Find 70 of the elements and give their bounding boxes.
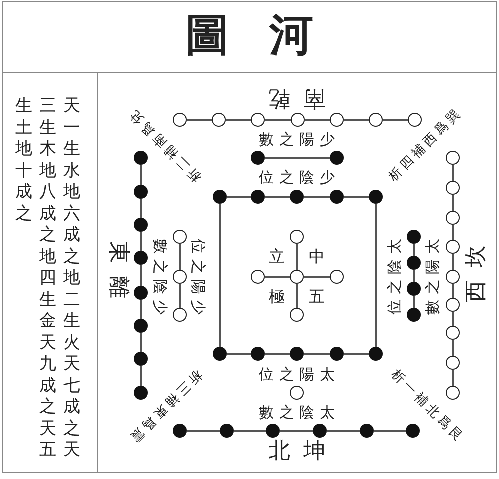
vertical-text-column: 生土地十成之 [16, 96, 32, 225]
connector-line [305, 119, 330, 121]
connector-line [452, 225, 454, 240]
connector-line [265, 276, 290, 278]
connector-line [179, 244, 181, 270]
connector-line [296, 244, 298, 270]
diagonal-annotation: 析三補東爲震 [126, 366, 206, 446]
connector-line [226, 119, 251, 121]
diagonal-annotation: 析二補南爲兌 [126, 106, 206, 186]
annotation-text: 數之陰太 [258, 406, 340, 420]
vertical-text-column: 三生木地八成之地四生金天九成之天五 [40, 96, 56, 462]
connector-line [140, 366, 142, 386]
connector-line [452, 284, 454, 298]
connector-line [327, 430, 360, 432]
connector-line [304, 353, 330, 355]
direction-label: 西坎 [466, 232, 488, 305]
connector-line [265, 157, 330, 159]
center-character: 立 [269, 249, 285, 265]
annotation-text: 位之陽少 [190, 238, 206, 320]
connector-line [140, 333, 142, 352]
connector-line [452, 370, 454, 386]
connector-line [304, 276, 330, 278]
connector-line [452, 254, 454, 270]
center-character: 五 [309, 289, 325, 305]
connector-line [344, 353, 369, 355]
direction-label: 東離 [107, 240, 129, 312]
connector-line [413, 270, 415, 282]
connector-line [227, 196, 251, 198]
annotation-text: 位之陰太 [388, 234, 402, 317]
connector-line [140, 165, 142, 185]
connector-line [179, 284, 181, 308]
connector-line [374, 430, 406, 432]
diagram-title: 圖河 [184, 9, 353, 63]
connector-line [375, 204, 377, 347]
connector-line [296, 284, 298, 308]
connector-line [227, 353, 251, 355]
connector-line [413, 244, 415, 256]
connector-line [234, 430, 266, 432]
connector-line [344, 119, 369, 121]
connector-line [452, 340, 454, 356]
connector-line [304, 196, 330, 198]
center-character: 極 [269, 289, 285, 305]
connector-line [452, 312, 454, 326]
connector-line [344, 196, 369, 198]
annotation-text: 位之陽太 [258, 368, 340, 382]
connector-line [452, 165, 454, 181]
connector-line [265, 119, 291, 121]
connector-line [140, 199, 142, 218]
diagonal-annotation: 析四補西爲巽 [385, 106, 466, 186]
connector-line [140, 300, 142, 319]
annotation-text: 數之陽少 [258, 132, 340, 148]
direction-label: 南乾 [255, 87, 327, 109]
connector-line [187, 430, 220, 432]
connector-line [265, 353, 290, 355]
connector-line [187, 119, 212, 121]
diagonal-annotation: 析一補北爲艮 [387, 366, 468, 446]
connector-line [265, 196, 290, 198]
connector-line [280, 430, 313, 432]
connector-line [413, 296, 415, 308]
vertical-text-column: 天一生水地六成之地二生火天七成之天 [64, 96, 80, 462]
connector-line [140, 232, 142, 251]
annotation-text: 數之陰少 [152, 238, 168, 320]
annotation-text: 數之陽太 [426, 234, 440, 317]
center-character: 中 [309, 249, 325, 265]
connector-line [219, 204, 221, 347]
annotation-text: 位之陰少 [258, 170, 340, 186]
connector-line [452, 195, 454, 211]
connector-line [383, 119, 408, 121]
direction-label: 北坤 [267, 441, 339, 463]
connector-line [140, 265, 142, 286]
